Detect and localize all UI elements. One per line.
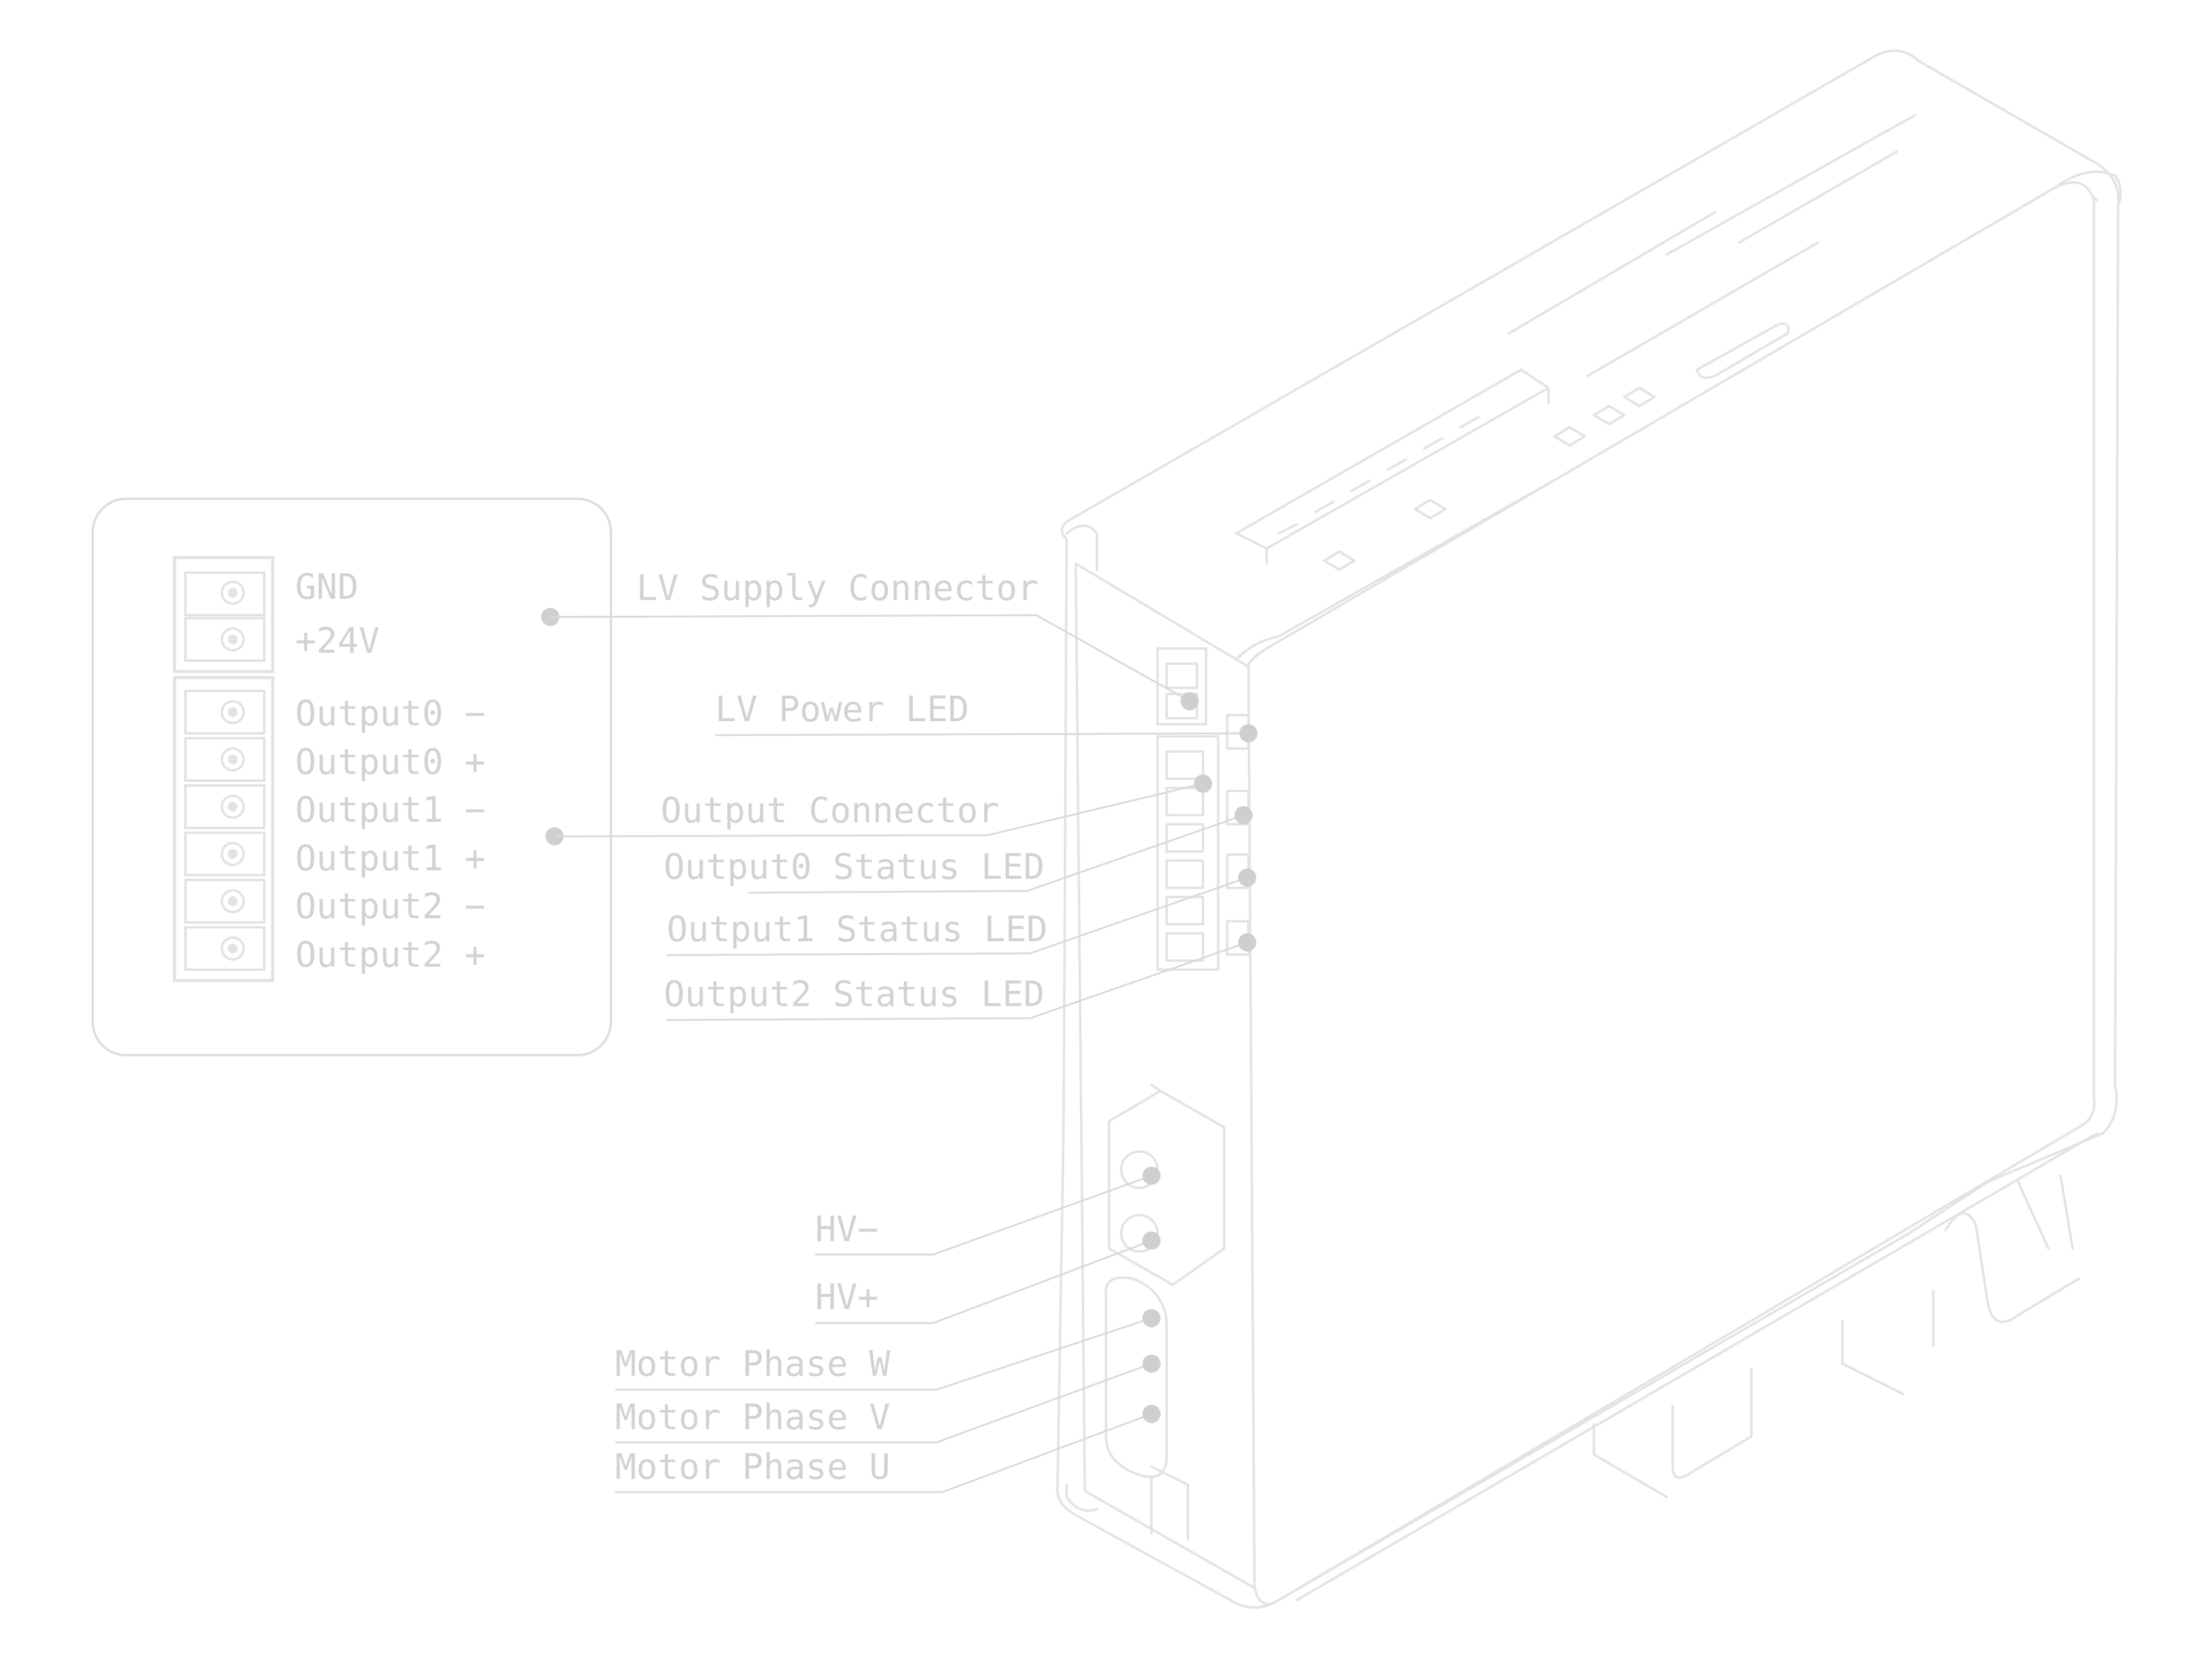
label-lv-power-led: LV Power LED <box>715 688 969 730</box>
top-connector-row <box>1235 368 1550 565</box>
label-output-connector: Output Connector <box>661 790 999 831</box>
pinout-inset: GND +24V Output0 − Output0 + Output1 − O… <box>92 498 612 1056</box>
leader-hv-plus <box>815 1239 1152 1324</box>
leader-output2-led <box>666 941 1248 1021</box>
leader-hv-minus <box>815 1175 1152 1256</box>
device-illustration <box>1056 49 2122 1609</box>
label-hv-minus: HV− <box>815 1208 879 1250</box>
label-motor-phase-v: Motor Phase V <box>615 1396 890 1438</box>
lv-pin-slot-1 <box>1165 662 1198 689</box>
pin-label-output0-plus: Output0 + <box>295 741 485 782</box>
dot-motor-w <box>1142 1309 1161 1327</box>
callout-lines <box>550 614 1249 1493</box>
hv-connector-top <box>1150 1084 1162 1092</box>
dot-hv-minus <box>1142 1167 1161 1185</box>
dot-motor-v <box>1142 1355 1161 1373</box>
device-bottom-edge <box>1296 1132 2098 1601</box>
label-hv-plus: HV+ <box>815 1276 879 1318</box>
leader-output1-led <box>666 876 1248 956</box>
pin-label-gnd: GND <box>295 566 359 607</box>
device-corner-curve <box>2053 170 2122 207</box>
din-rail-clip <box>1593 1175 2080 1498</box>
leader-motor-u <box>615 1413 1152 1493</box>
leader-output0-led <box>748 814 1244 894</box>
dot-hv-plus <box>1142 1232 1161 1250</box>
dot-output1-led <box>1238 868 1256 887</box>
inset-lv-connector <box>173 556 275 673</box>
device-front-face <box>1246 181 2096 1605</box>
label-motor-phase-u: Motor Phase U <box>615 1446 890 1487</box>
led-windows <box>1226 714 1250 956</box>
pin-label-output1-minus: Output1 − <box>295 789 485 830</box>
device-body-outline <box>1056 49 2120 1609</box>
label-output0-status-led: Output0 Status LED <box>664 846 1045 887</box>
pin-label-24v: +24V <box>295 620 380 661</box>
motor-connector-shroud <box>1150 1465 1189 1541</box>
dot-motor-u <box>1142 1405 1161 1423</box>
leader-motor-w <box>615 1317 1152 1391</box>
inset-output-connector <box>173 676 275 982</box>
callout-dots <box>1142 692 1258 1423</box>
label-output2-status-led: Output2 Status LED <box>664 973 1045 1015</box>
leader-lv-supply <box>550 614 1190 702</box>
dot-output0-led <box>1235 806 1253 824</box>
dot-lv-supply <box>1181 692 1199 710</box>
top-surface-grooves <box>1508 114 1916 377</box>
label-output1-status-led: Output1 Status LED <box>667 908 1048 950</box>
label-motor-phase-w: Motor Phase W <box>615 1343 890 1384</box>
dot-output-connector <box>1194 775 1212 793</box>
dot-lv-power-led <box>1239 724 1258 742</box>
hv-plus-socket <box>1120 1214 1159 1253</box>
leader-lv-power-led <box>715 732 1249 736</box>
label-lv-supply-connector: LV Supply Connector <box>636 567 1038 608</box>
pin-label-output2-minus: Output2 − <box>295 885 485 927</box>
hv-connector-body <box>1108 1090 1225 1286</box>
callout-labels: LV Supply Connector LV Power LED Output … <box>615 567 1048 1487</box>
dot-output2-led <box>1238 933 1256 952</box>
pin-label-output0-minus: Output0 − <box>295 693 485 734</box>
pin-label-output2-plus: Output2 + <box>295 934 485 975</box>
pin-label-output1-plus: Output1 + <box>295 838 485 879</box>
top-connector-pins <box>1278 416 1480 535</box>
leader-motor-v <box>615 1362 1152 1444</box>
top-usb-slot <box>1696 322 1790 379</box>
leader-output-connector <box>554 782 1204 838</box>
top-led-squares <box>1323 387 1656 571</box>
device-left-profile <box>1065 524 1098 1512</box>
